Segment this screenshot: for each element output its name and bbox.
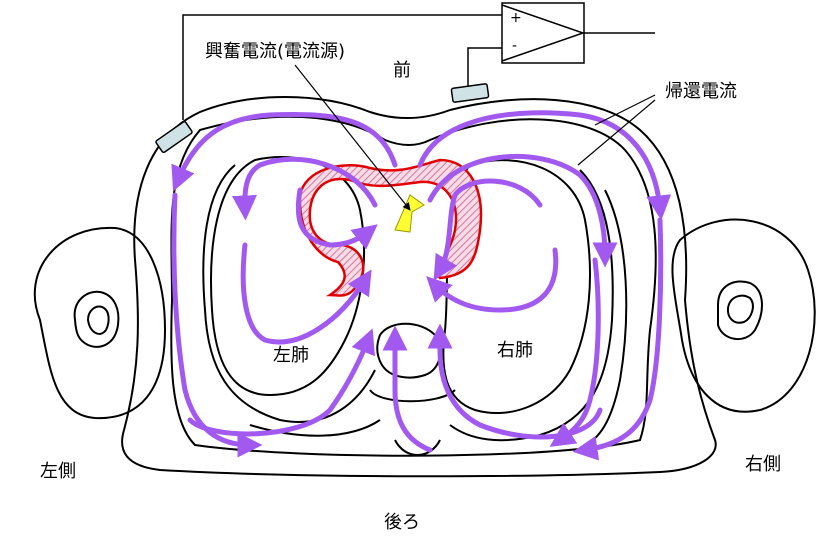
current-arrow-right-inner-down	[549, 257, 601, 447]
current-arrow-left-outer-down	[171, 192, 263, 458]
current-arrow-left-bottom-up	[187, 328, 375, 437]
current-arrow-left-inner-top	[231, 156, 378, 221]
current-arrow-top-left-outer	[171, 111, 398, 192]
current-arrow-left-lung-up	[240, 242, 372, 345]
excitation-current-label: 興奮電流(電流源)	[205, 41, 345, 62]
right-electrode	[450, 83, 490, 103]
current-flow-arrows	[171, 110, 672, 461]
return-current-callout-lines	[577, 94, 656, 166]
current-arrow-right-outer-down	[572, 217, 664, 461]
left-electrode	[155, 120, 193, 154]
back-label: 後ろ	[384, 512, 420, 533]
current-arrow-right-lung-up	[426, 247, 559, 313]
amplifier-plus-sign: +	[510, 10, 522, 26]
electrode-wires	[182, 14, 502, 120]
left-arm	[33, 226, 167, 420]
amplifier-box	[501, 2, 585, 64]
return-current-label: 帰還電流	[665, 81, 737, 102]
current-arrow-top-right-outer	[417, 110, 672, 221]
excitation-source-arrow	[394, 194, 425, 233]
amplifier: + -	[501, 2, 655, 64]
right-arm	[671, 218, 816, 413]
current-arrow-right-inner-top	[427, 154, 618, 268]
current-arrow-heart-left-loop	[295, 187, 378, 250]
amplifier-triangle	[501, 4, 586, 62]
left-lung-label: 左肺	[273, 345, 309, 366]
right-side-label: 右側	[745, 454, 781, 475]
excitation-callout-line	[294, 64, 411, 211]
front-label: 前	[393, 60, 411, 81]
amplifier-minus-sign: -	[512, 38, 517, 54]
left-side-label: 左側	[40, 461, 76, 482]
body-outline	[121, 96, 717, 478]
right-lung-label: 右肺	[497, 340, 533, 361]
inner-chest-wall	[170, 115, 657, 457]
left-lung-cavity	[202, 156, 381, 437]
heart	[298, 158, 483, 297]
current-arrow-heart-right-loop	[433, 178, 543, 281]
current-arrow-bottom-up-center	[382, 325, 433, 453]
